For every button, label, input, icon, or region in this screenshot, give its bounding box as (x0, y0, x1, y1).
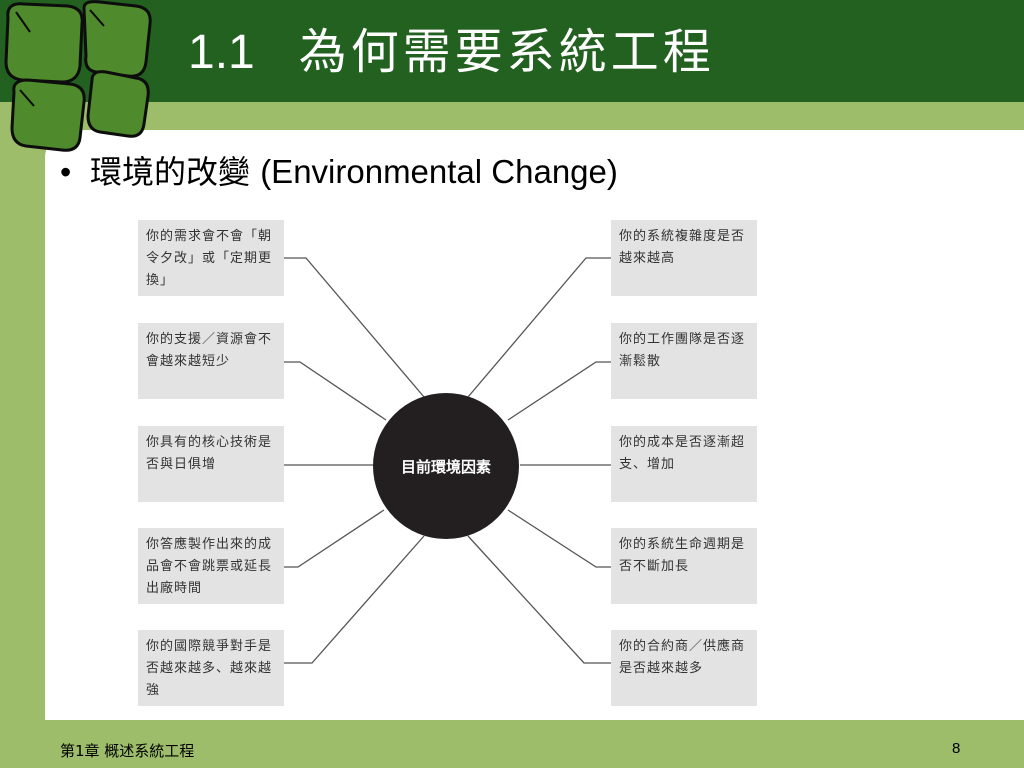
factor-box-left-5: 你的國際競爭對手是否越來越多、越來越強 (138, 630, 284, 706)
connector-left-2 (284, 361, 387, 421)
center-node (373, 393, 519, 539)
bullet-marker: • (60, 154, 72, 190)
connector-right-1 (467, 257, 611, 398)
bullet-text-zh: 環境的改變 (90, 153, 251, 191)
bullet-item: • 環境的改變 (Environmental Change) (60, 152, 618, 192)
header-bar (0, 0, 1024, 102)
footer-chapter: 第1章 概述系統工程 (60, 742, 195, 760)
connector-left-4 (284, 509, 385, 568)
connector-right-2 (507, 361, 611, 421)
header-stripe (0, 102, 1024, 130)
connector-left-5 (284, 535, 425, 664)
section-number: 1.1 (188, 26, 255, 79)
center-node-label: 目前環境因素 (400, 457, 491, 476)
connector-right-5 (467, 535, 611, 664)
slide-title: 1.1 為何需要系統工程 (188, 22, 715, 83)
title-text: 為何需要系統工程 (298, 24, 715, 80)
connector-left-1 (284, 257, 425, 398)
factor-box-left-3: 你具有的核心技術是否與日俱增 (138, 426, 284, 502)
green-cubes-logo-icon (4, 0, 152, 152)
factor-box-right-3: 你的成本是否逐漸超支、增加 (611, 426, 757, 502)
connector-right-4 (507, 509, 611, 568)
factor-box-right-5: 你的合約商／供應商是否越來越多 (611, 630, 757, 706)
bullet-text-en: (Environmental Change) (260, 153, 618, 190)
footer-page-number: 8 (952, 740, 961, 757)
factor-box-right-4: 你的系統生命週期是否不斷加長 (611, 528, 757, 604)
factor-box-left-4: 你答應製作出來的成品會不會跳票或延長出廠時間 (138, 528, 284, 604)
factor-box-right-1: 你的系統複雜度是否越來越高 (611, 220, 757, 296)
factor-box-right-2: 你的工作團隊是否逐漸鬆散 (611, 323, 757, 399)
factor-box-left-1: 你的需求會不會「朝令夕改」或「定期更換」 (138, 220, 284, 296)
factor-box-left-2: 你的支援／資源會不會越來越短少 (138, 323, 284, 399)
